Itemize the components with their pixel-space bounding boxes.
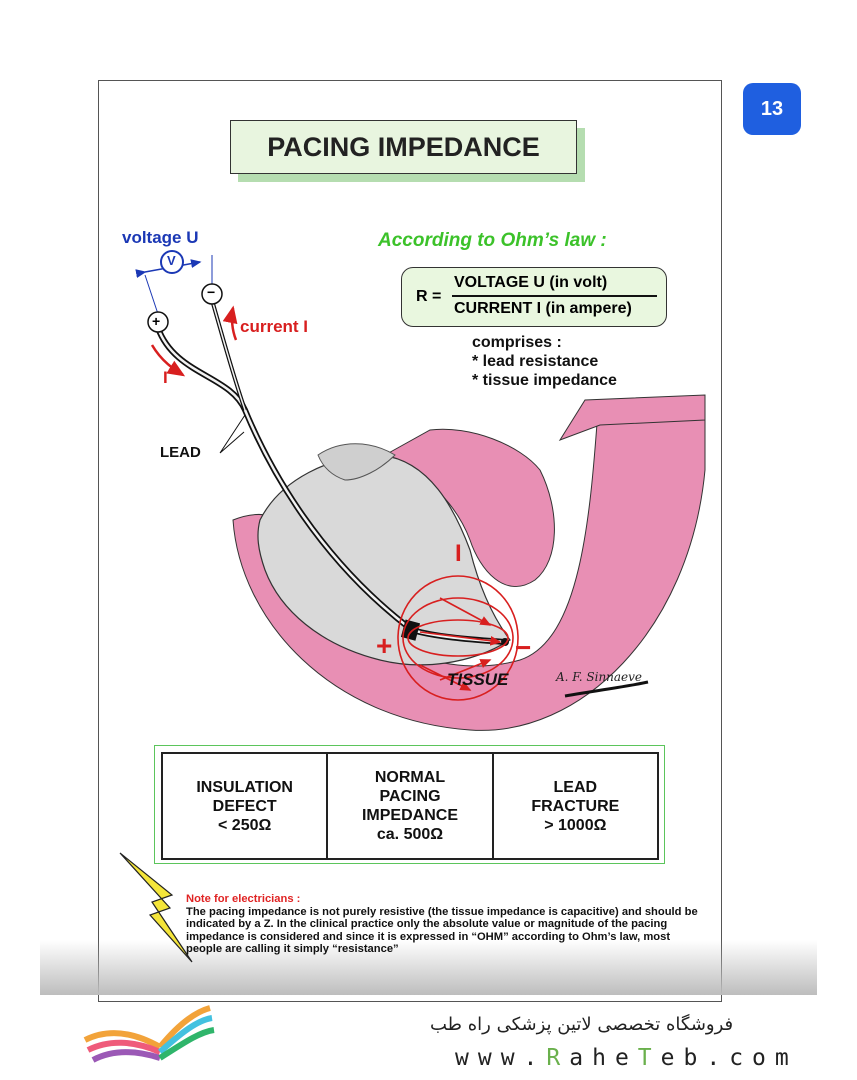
normal-impedance-cell: NORMAL PACING IMPEDANCE ca. 500Ω (328, 754, 494, 858)
valve-structure (317, 443, 396, 481)
tissue-top (558, 394, 706, 441)
electrode-plus-label: + (376, 630, 393, 661)
formula-denominator: CURRENT I (in ampere) (454, 300, 632, 317)
page-title: PACING IMPEDANCE (230, 120, 577, 174)
electricians-note: Note for electricians : The pacing imped… (186, 893, 706, 956)
septum-wall (383, 428, 555, 587)
note-title: Note for electricians : (186, 893, 301, 905)
insulation-defect-cell: INSULATION DEFECT < 250Ω (163, 754, 329, 858)
lightning-bolt-icon (119, 852, 193, 963)
comprises-heading: comprises : (472, 334, 562, 351)
ohm-law-heading: According to Ohm’s law : (378, 230, 607, 251)
formula-numerator: VOLTAGE U (in volt) (454, 274, 608, 291)
ohm-law-formula: R = VOLTAGE U (in volt) CURRENT I (in am… (401, 267, 667, 327)
field-current-symbol: I (455, 540, 462, 567)
comprises-item-lead: * lead resistance (472, 353, 599, 370)
plus-terminal-icon (147, 311, 169, 333)
impedance-table: INSULATION DEFECT < 250Ω NORMAL PACING I… (161, 752, 659, 860)
fraction-line (452, 295, 657, 297)
voltmeter-symbol: V (167, 253, 176, 268)
voltmeter-icon (160, 250, 184, 274)
field-lines (397, 575, 519, 701)
signature-underline (564, 680, 649, 698)
minus-terminal-label: − (207, 284, 216, 300)
book-logo-icon (83, 1005, 215, 1063)
voltage-label: voltage U (122, 228, 199, 247)
formula-lhs: R = (416, 288, 442, 305)
comprises-item-tissue: * tissue impedance (472, 372, 617, 389)
lead-label: LEAD (160, 444, 201, 461)
shop-name: فروشگاه تخصصی لاتین پزشکی راه طب (430, 1014, 734, 1035)
plus-terminal-label: + (152, 313, 161, 329)
electrode-minus-label: − (515, 632, 532, 663)
current-symbol: I (163, 368, 168, 387)
lead-fracture-cell: LEAD FRACTURE > 1000Ω (531, 778, 620, 834)
page-number-badge: 13 (743, 83, 801, 135)
current-label: current I (240, 317, 309, 336)
comprises-list: comprises : * lead resistance * tissue i… (472, 333, 617, 390)
author-signature: A. F. Sinnaeve (556, 670, 643, 684)
lead-pointer (219, 414, 246, 454)
minus-terminal-icon (201, 283, 223, 305)
note-body: The pacing impedance is not purely resis… (186, 905, 698, 956)
bottom-shadow (40, 940, 817, 995)
current-arrow-out (222, 305, 238, 341)
impedance-table-frame (154, 745, 665, 864)
tissue-label: TISSUE (447, 670, 509, 689)
shop-url[interactable]: www.RaheTeb.com (455, 1045, 798, 1071)
current-arrow-in (150, 344, 186, 377)
